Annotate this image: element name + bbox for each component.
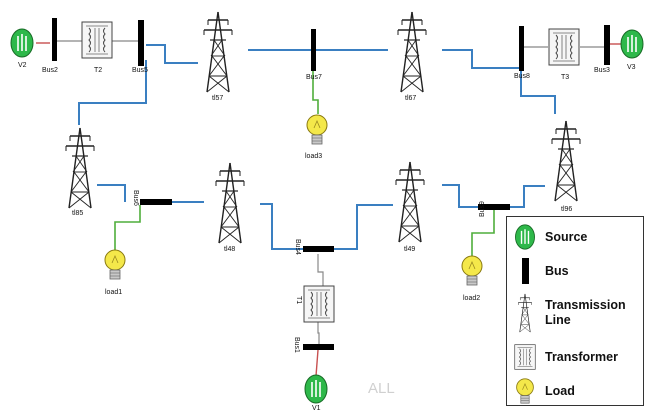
bus8-bar (519, 26, 524, 71)
legend-transformer: Transformer (511, 343, 618, 371)
source-v3 (620, 29, 644, 59)
label-bus7: Bus7 (306, 74, 322, 81)
label-t2: T2 (94, 67, 102, 74)
link-t1-bus1 (317, 322, 320, 344)
label-bus9: Bus9 (479, 201, 486, 217)
wire-tl67-bus8 (442, 49, 519, 69)
legend-source: Source (511, 223, 587, 251)
tower-tl57 (203, 11, 233, 93)
label-bus3: Bus3 (594, 67, 610, 74)
label-tl67: tl67 (405, 95, 416, 102)
label-load1: load1 (105, 289, 122, 296)
legend-transmission-line: Transmission Line (511, 293, 626, 333)
wire-tl49-bus9 (442, 184, 478, 208)
bus2-bar (52, 18, 57, 61)
label-load3: load3 (305, 153, 322, 160)
legend-transmission-line-label-1: Transmission (545, 298, 626, 312)
legend-transformer-label: Transformer (545, 349, 618, 364)
label-tl48: tl48 (224, 246, 235, 253)
label-t3: T3 (561, 74, 569, 81)
label-tl96: tl96 (561, 206, 572, 213)
label-tl85: tl85 (72, 210, 83, 217)
legend-load-label: Load (545, 383, 575, 398)
label-bus2: Bus2 (42, 67, 58, 74)
legend-transmission-line-label: Transmission Line (545, 298, 626, 328)
bus7-bar (311, 29, 316, 71)
wire-bus9-load2 (471, 210, 495, 258)
tower-tl49 (395, 161, 425, 243)
link-bus1-v1 (315, 349, 319, 377)
label-bus5: Bus5 (132, 67, 148, 74)
wire-tl85-bus6 (97, 184, 126, 202)
label-tl49: tl49 (404, 246, 415, 253)
bus9-bar (478, 204, 510, 210)
load3-bulb (306, 114, 328, 145)
tower-tl96 (551, 120, 581, 202)
wire-bus4-tl49 (334, 204, 393, 250)
tower-tl67 (397, 11, 427, 93)
source-links (36, 42, 621, 377)
source-v1 (304, 374, 328, 404)
legend-bus: Bus (511, 257, 569, 285)
wire-bus5-tl85 (78, 60, 147, 125)
legend-bus-label: Bus (545, 263, 569, 278)
tower-tl85 (65, 127, 95, 209)
tower-icon (511, 293, 539, 333)
wire-bus8-tl96 (520, 70, 556, 114)
label-v1: V1 (312, 405, 321, 410)
wire-bus9-tl96 (510, 185, 545, 208)
wire-bus5-tl57 (146, 44, 198, 64)
bus3-bar (604, 25, 610, 65)
legend: Source Bus Transmission Line Transformer… (506, 216, 644, 406)
bus6-bar (140, 199, 172, 205)
label-bus8: Bus8 (514, 73, 530, 80)
label-bus1: Bus1 (293, 337, 300, 353)
label-bus4: Bus4 (294, 239, 301, 255)
buses (52, 18, 610, 350)
label-v3: V3 (627, 64, 636, 71)
load-wires (114, 70, 495, 258)
label-load2: load2 (463, 295, 480, 302)
legend-load: Load (511, 377, 575, 405)
bus5-bar (138, 20, 144, 66)
watermark: ALL (368, 380, 395, 397)
label-bus6: Bus6 (132, 190, 139, 206)
wire-bus7-load3 (312, 70, 319, 114)
transformer-icon (511, 343, 539, 371)
label-v2: V2 (18, 62, 27, 69)
legend-transmission-line-label-2: Line (545, 313, 571, 327)
source-v2 (10, 28, 34, 58)
transformer-t1 (303, 285, 335, 323)
bus-icon (511, 257, 539, 285)
source-icon (511, 223, 539, 251)
wire-bus6-load1 (114, 205, 141, 250)
tower-tl48 (215, 162, 245, 244)
link-bus4-t1 (317, 254, 324, 286)
label-tl57: tl57 (212, 95, 223, 102)
bus4-bar (303, 246, 334, 252)
transformer-links (57, 40, 604, 344)
label-t1: T1 (295, 296, 302, 304)
bulb-icon (511, 377, 539, 405)
transformer-t3 (548, 28, 580, 66)
bus1-bar (303, 344, 334, 350)
wire-tl48-bus4 (260, 203, 305, 250)
load1-bulb (104, 249, 126, 280)
transmission-wires (78, 44, 556, 250)
load2-bulb (461, 255, 483, 286)
legend-source-label: Source (545, 229, 588, 244)
transformer-t2 (81, 21, 113, 59)
